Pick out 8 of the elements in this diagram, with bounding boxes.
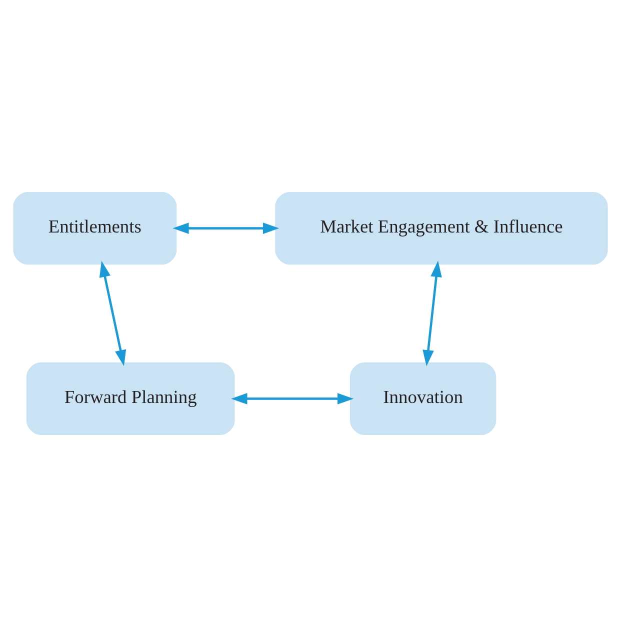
arrow	[231, 392, 354, 404]
arrow	[99, 260, 126, 366]
node-box: Forward Planning	[26, 362, 235, 434]
arrow	[172, 222, 280, 234]
arrow	[422, 260, 442, 366]
node-box: Market Engagement & Influence	[275, 192, 608, 264]
node-box: Entitlements	[13, 192, 177, 264]
node-box: Innovation	[350, 362, 496, 434]
